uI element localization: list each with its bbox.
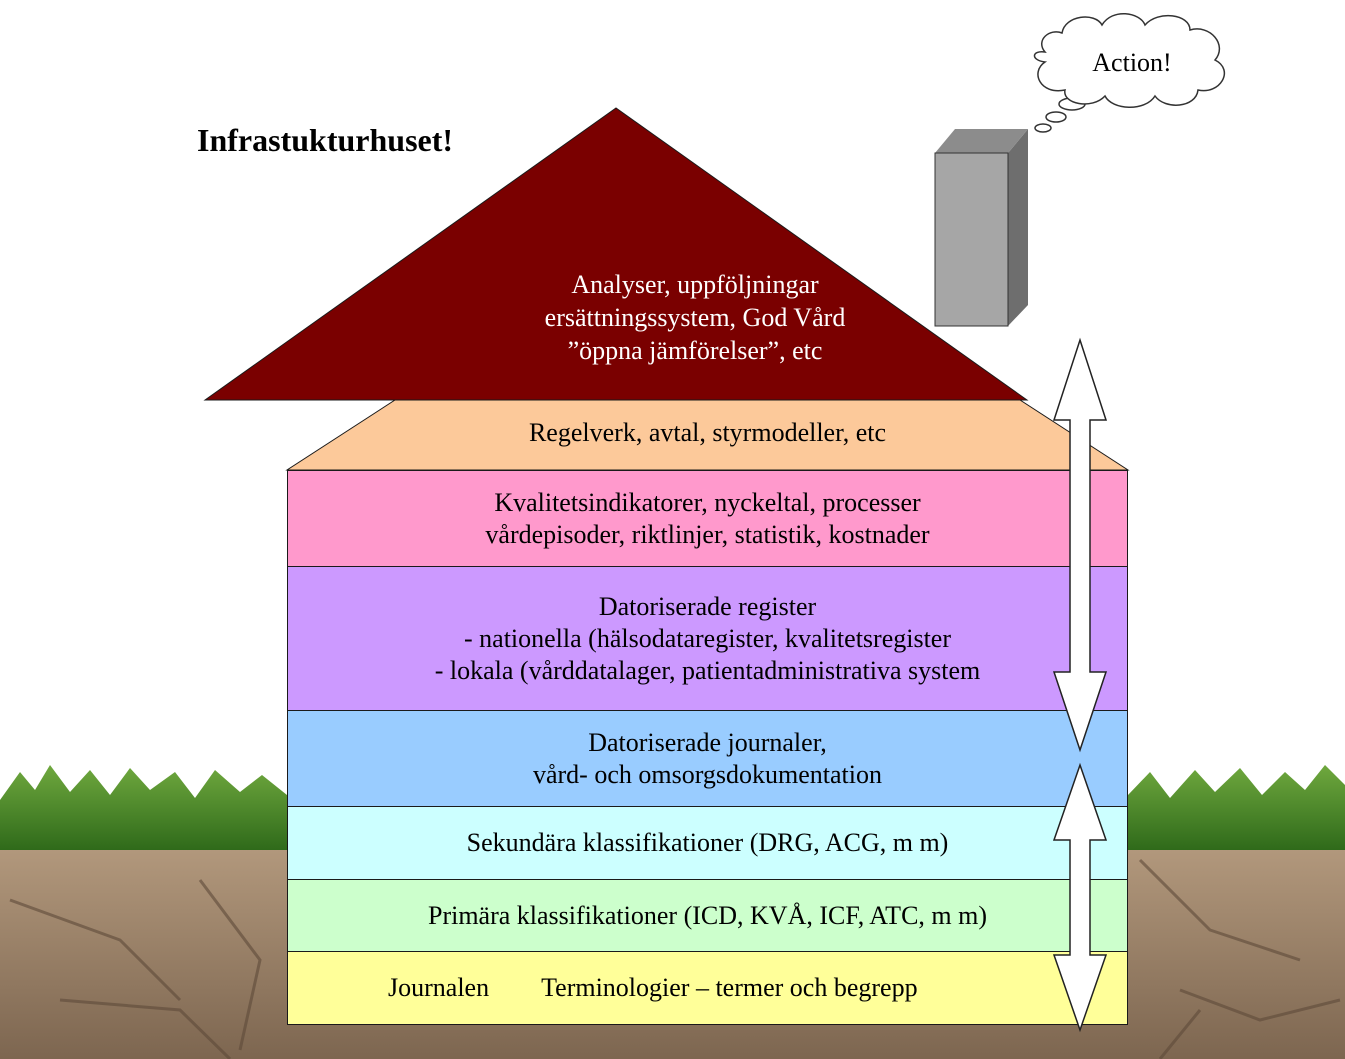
roof-line: Analyser, uppföljningar [571,270,819,299]
layer-primary-classifications: Primära klassifikationer (ICD, KVÅ, ICF,… [287,879,1128,952]
diagram-title: Infrastukturhuset! [197,122,454,158]
layer-foundation: Journalen Terminologier – termer och beg… [287,951,1128,1025]
attic-label: Regelverk, avtal, styrmodeller, etc [528,418,887,447]
layer-quality-indicators: Kvalitetsindikatorer, nyckeltal, process… [287,470,1128,567]
layer-line: Kvalitetsindikatorer, nyckeltal, process… [494,487,921,517]
bubble-cloud [1033,13,1226,108]
thought-bubble [1033,13,1226,133]
bubble-text: Action! [1092,48,1172,77]
layer-line: Sekundära klassifikationer (DRG, ACG, m … [466,828,949,857]
chimney-front [934,152,1009,327]
foundation-right-text: Terminologier – termer och begrepp [541,973,918,1002]
roof-text: Analyser, uppföljningar ersättningssyste… [460,268,930,367]
chimney [934,129,1028,327]
grass-right [1128,765,1345,850]
chimney-top [935,129,1028,153]
attic-text: Regelverk, avtal, styrmodeller, etc [287,408,1128,458]
layer-journals: Datoriserade journaler, vård- och omsorg… [287,710,1128,807]
grass-left [0,765,287,850]
roof-line: ersättningssystem, God Vård [544,303,846,332]
layer-registers: Datoriserade register - nationella (häls… [287,566,1128,711]
chimney-side [1008,129,1028,326]
layer-line: Datoriserade journaler, [588,727,827,757]
layer-line: - nationella (hälsodataregister, kvalite… [464,623,951,653]
layer-line: - lokala (vårddatalager, patientadminist… [434,655,981,685]
layer-line: Datoriserade register [598,591,817,621]
foundation-left-text: Journalen [388,973,490,1002]
layer-line: vård- och omsorgsdokumentation [532,759,883,789]
layer-line: vårdepisoder, riktlinjer, statistik, kos… [485,519,930,549]
layer-secondary-classifications: Sekundära klassifikationer (DRG, ACG, m … [287,806,1128,880]
roof-line: ”öppna jämförelser”, etc [567,336,823,365]
soil-cracks [9,858,1341,1059]
layer-line: Primära klassifikationer (ICD, KVÅ, ICF,… [427,900,988,930]
